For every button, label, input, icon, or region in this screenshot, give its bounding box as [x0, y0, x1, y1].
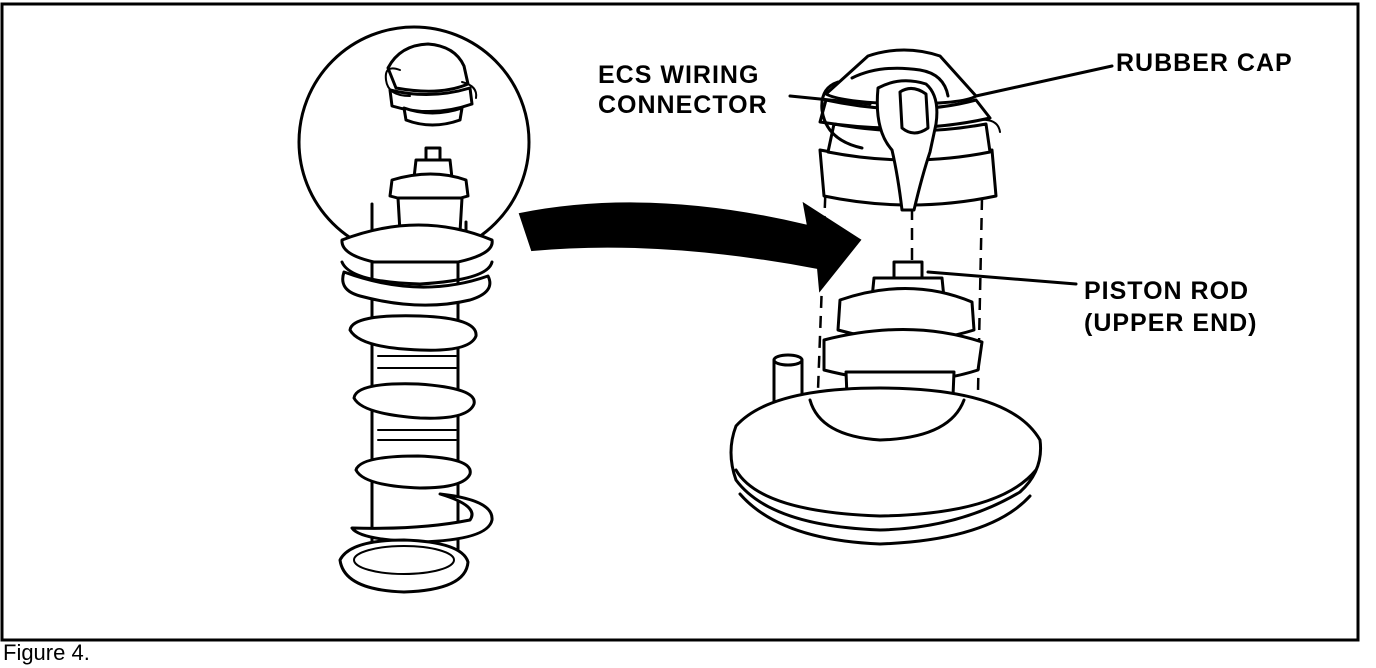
rubber-cap-leader	[974, 64, 1114, 98]
piston-rod-label-line2: (UPPER END)	[1084, 309, 1258, 337]
piston-rod-mount	[729, 260, 1043, 546]
rubber-cap-label: RUBBER CAP	[1116, 49, 1293, 77]
figure-caption: Figure 4.	[3, 640, 90, 665]
ecs-wiring-connector-label-line2: CONNECTOR	[598, 91, 768, 119]
rubber-cap-with-connector	[818, 48, 1001, 212]
direction-arrow	[518, 201, 862, 293]
strut-top-mount	[340, 146, 494, 270]
strut-assembly-illustration	[297, 25, 531, 594]
piston-rod-leader	[926, 270, 1078, 286]
piston-rod-label-line1: PISTON ROD	[1084, 277, 1250, 305]
ecs-connector-leader	[788, 94, 872, 106]
top-mount-detail-illustration	[729, 48, 1114, 546]
coil-spring	[338, 260, 494, 594]
small-rubber-cap	[384, 42, 478, 127]
figure-border	[0, 2, 1360, 642]
ecs-wiring-connector-label-line1: ECS WIRING	[598, 61, 760, 89]
